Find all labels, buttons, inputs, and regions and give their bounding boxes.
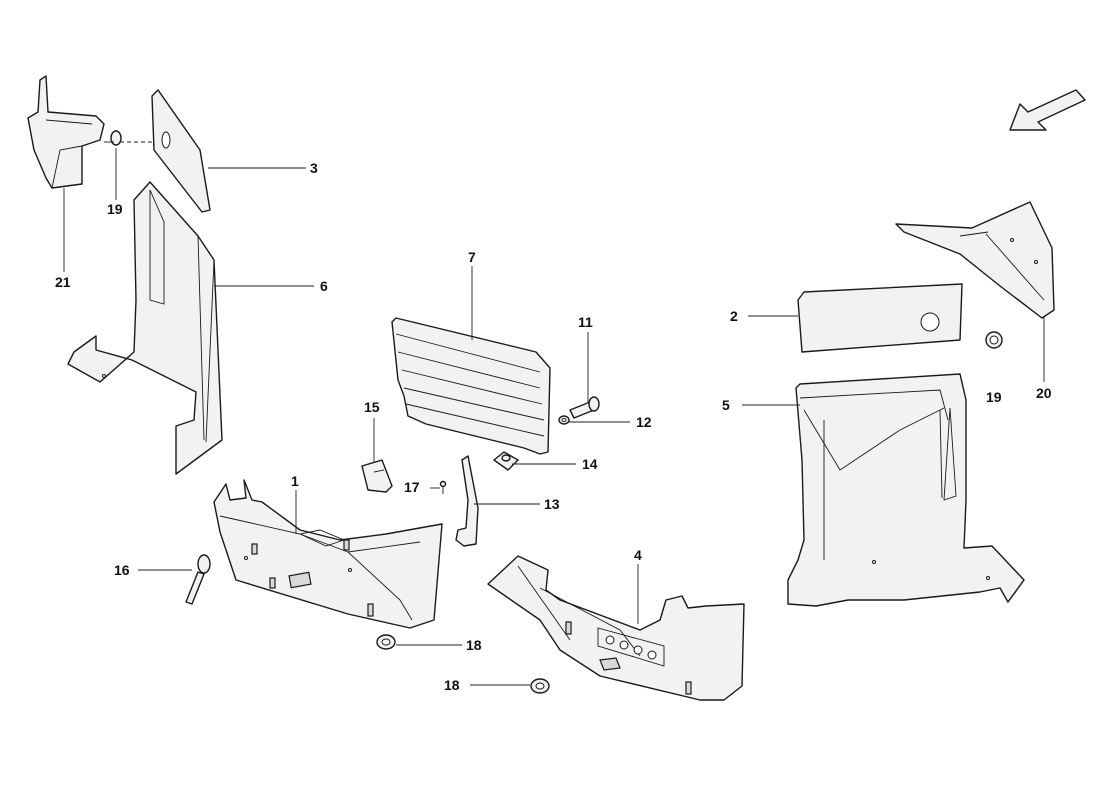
part-15-clip[interactable] <box>361 459 393 493</box>
part-18-grommet-a[interactable] <box>376 634 396 650</box>
callout-17: 17 <box>404 479 420 495</box>
callout-18-a: 18 <box>466 637 482 653</box>
callout-7: 7 <box>468 249 476 265</box>
callout-2: 2 <box>730 308 738 324</box>
callout-19-right: 19 <box>986 389 1002 405</box>
part-20-bracket[interactable] <box>895 201 1055 319</box>
callout-18-b: 18 <box>444 677 460 693</box>
part-5-large-panel[interactable] <box>787 373 1025 607</box>
part-16-rivet[interactable] <box>185 554 211 605</box>
callout-19-top: 19 <box>107 201 123 217</box>
part-6-side-panel[interactable] <box>67 181 223 475</box>
part-1-lower-trough[interactable] <box>213 479 443 629</box>
part-11-bolt[interactable] <box>569 396 600 419</box>
part-13-strut[interactable] <box>455 455 479 547</box>
callout-12: 12 <box>636 414 652 430</box>
callout-labels: 3 19 21 6 7 11 12 14 15 17 13 1 16 18 18… <box>55 160 1052 693</box>
part-19-grommet-right[interactable] <box>985 331 1003 349</box>
part-3-panel[interactable] <box>151 89 211 213</box>
part-21-bracket[interactable] <box>27 75 105 189</box>
callout-4: 4 <box>634 547 642 563</box>
callout-13: 13 <box>544 496 560 512</box>
callout-5: 5 <box>722 397 730 413</box>
part-7-ribbed-panel[interactable] <box>391 317 551 455</box>
part-18-grommet-b[interactable] <box>530 678 550 694</box>
part-4-lower-trough[interactable] <box>487 555 745 701</box>
callout-14: 14 <box>582 456 598 472</box>
callout-6: 6 <box>320 278 328 294</box>
callout-3: 3 <box>310 160 318 176</box>
part-12-washer[interactable] <box>558 415 570 425</box>
direction-arrow-icon <box>1009 89 1086 131</box>
leader-lines <box>63 148 1045 686</box>
part-19-fastener-top[interactable] <box>104 130 160 146</box>
callout-11: 11 <box>578 314 593 330</box>
part-14-fastener[interactable] <box>493 451 519 471</box>
callout-15: 15 <box>364 399 380 415</box>
callout-21: 21 <box>55 274 71 290</box>
callout-1: 1 <box>291 473 299 489</box>
callout-16: 16 <box>114 562 130 578</box>
callout-20: 20 <box>1036 385 1052 401</box>
part-2-panel[interactable] <box>797 283 963 353</box>
part-17-screw[interactable] <box>439 480 447 495</box>
